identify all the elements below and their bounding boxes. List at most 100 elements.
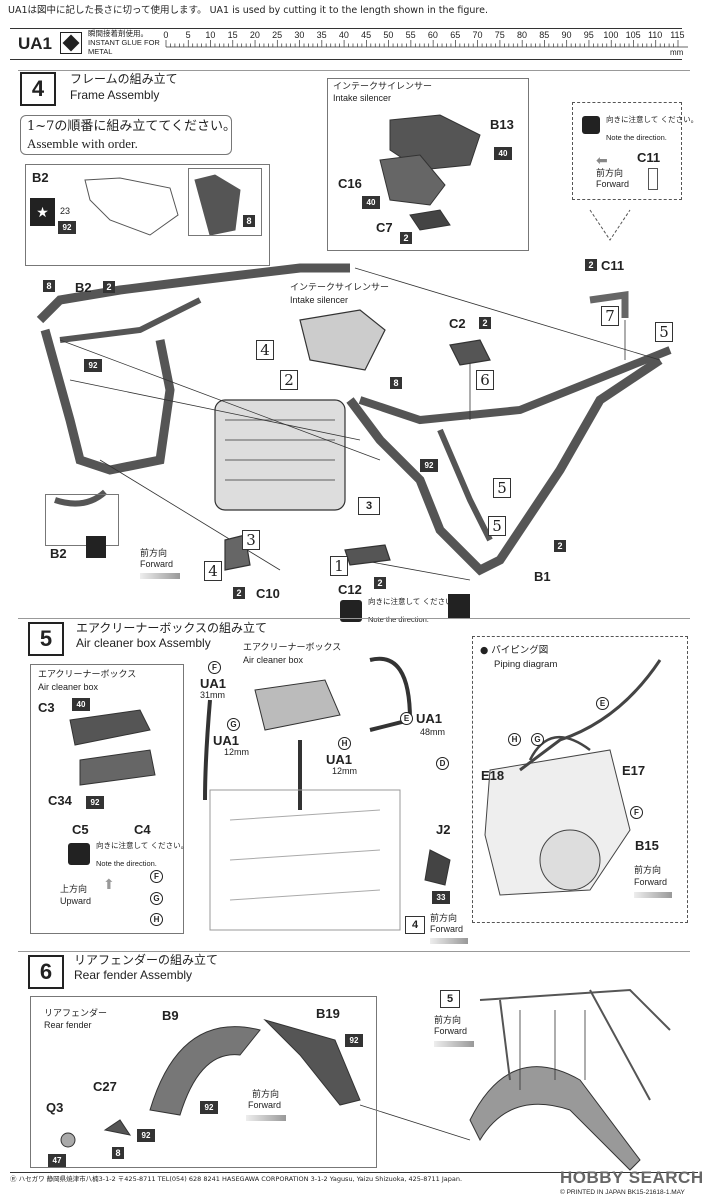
up-jp: 上方向 (60, 885, 88, 895)
arrow-left-icon: ⬅ (596, 152, 608, 168)
piping-h: H (508, 733, 521, 746)
step4-number: 4 (20, 72, 56, 106)
piping-en: Piping diagram (494, 659, 558, 670)
ruler-tick-label: 55 (405, 30, 416, 40)
frame-drawing (36, 263, 672, 581)
piping-forward-jp: 前方向 (634, 866, 662, 876)
hobby-search-watermark: HOBBY SEARCH (560, 1168, 704, 1187)
center-33: 33 (432, 891, 450, 904)
main-c12: C12 (338, 582, 362, 597)
rf-en: Rear fender (44, 1020, 92, 1030)
step6-number: 6 (28, 955, 64, 989)
main-intake-en: Intake silencer (290, 295, 349, 305)
main-c10: C10 (256, 586, 280, 601)
c11-box-part: C11 (637, 150, 661, 165)
glue-en-1: INSTANT GLUE FOR (88, 38, 160, 47)
c11-forward-jp: 前方向 (596, 169, 624, 179)
ac-f: F (150, 870, 163, 883)
order-1: 1 (330, 556, 348, 576)
main-intake-jp: インテークサイレンサー (290, 283, 390, 293)
right-forward-jp: 前方向 (434, 1016, 462, 1026)
step5-title-en: Air cleaner box Assembly (76, 636, 211, 650)
step5-header (18, 618, 690, 653)
right-5-box: 5 (440, 990, 460, 1008)
intake-2: 2 (400, 232, 412, 244)
b2-inset-23: 23 (60, 206, 71, 216)
main-2-c11: 2 (585, 259, 597, 271)
rear-fender-inset-box (30, 996, 377, 1168)
intake-box-en: Intake silencer (333, 93, 392, 103)
c11-part-icon (648, 168, 658, 190)
rf-jp: リアフェンダー (44, 1009, 108, 1019)
part-b15: B15 (635, 838, 659, 853)
ac-g: G (150, 892, 163, 905)
center-ac-jp: エアクリーナーボックス (243, 643, 342, 653)
ac-40: 40 (72, 698, 90, 711)
intake-40b: 40 (362, 196, 380, 209)
glue-en-2: METAL (88, 47, 113, 56)
center-f: F (208, 661, 221, 674)
main-2-c10: 2 (233, 587, 245, 599)
center-ua1d: UA1 (326, 752, 353, 767)
b2-lower-inset (45, 494, 119, 546)
b2-inset-drawing (84, 174, 241, 236)
order-5c: 5 (488, 516, 506, 536)
part-c3: C3 (38, 700, 55, 715)
ruler-tick-label: 20 (249, 30, 260, 40)
part-c7: C7 (376, 220, 393, 235)
glue-icon-b2 (86, 536, 106, 558)
ruler-tick-label: 100 (603, 30, 619, 40)
part-c27: C27 (93, 1079, 117, 1094)
rf-92c: 92 (137, 1129, 155, 1142)
direction-note-icon-c12 (340, 600, 362, 622)
step6-title-en: Rear fender Assembly (74, 968, 193, 982)
ruler-tick-label: 110 (647, 30, 663, 40)
ruler (165, 40, 688, 48)
center-4-box: 4 (405, 916, 425, 934)
piping-forward-en: Forward (634, 877, 668, 887)
part-q3: Q3 (46, 1100, 64, 1115)
c12-note-jp: 向きに注意して ください。 (368, 597, 461, 606)
c11-forward-en: Forward (596, 179, 630, 189)
air-cleaner-drawing (69, 656, 451, 931)
forward-arrow-icon-6 (246, 1115, 286, 1121)
center-d: D (436, 757, 449, 770)
main-b1: B1 (534, 569, 551, 584)
piping-diagram-box (472, 636, 688, 923)
order-3: 3 (242, 530, 260, 550)
main-8: 8 (43, 280, 55, 292)
arrow-up-icon: ⬆ (103, 876, 115, 892)
step4-title-en: Frame Assembly (70, 88, 160, 102)
step6-title-jp: リアフェンダーの組み立て (74, 953, 219, 967)
part-e18: E18 (481, 768, 505, 783)
piping-f: F (630, 806, 643, 819)
main-2a: 2 (103, 281, 115, 293)
footer-printed: © PRINTED IN JAPAN BK15-21618-1.MAY (560, 1189, 685, 1196)
ac-92: 92 (86, 796, 104, 809)
part-b9: B9 (162, 1008, 179, 1023)
main-3-box: 3 (358, 497, 380, 515)
step4-title-jp: フレームの組み立て (70, 72, 178, 86)
order-2: 2 (280, 370, 298, 390)
order-7: 7 (601, 306, 619, 326)
ruler-tick-label: 5 (185, 30, 191, 40)
intake-silencer-box (327, 78, 529, 251)
ac-h: H (150, 913, 163, 926)
b2-inset-box (25, 164, 270, 266)
ruler-tick-label: 40 (338, 30, 349, 40)
part-c34: C34 (48, 793, 72, 808)
footer-text: Ⓡ ハセガワ 静岡県焼津市八楠3-1-2 〒425-8711 TEL(054) … (10, 1175, 463, 1183)
direction-note-icon (582, 116, 600, 134)
right-forward-en: Forward (434, 1026, 468, 1036)
glue-icon-b1 (448, 594, 470, 618)
b2-inset-8: 8 (243, 215, 255, 227)
rf-forward-en: Forward (248, 1100, 282, 1110)
c11-note-en: Note the direction. (606, 133, 667, 142)
main-c2: C2 (449, 316, 466, 331)
c11-note-jp: 向きに注意して ください。 (606, 115, 699, 124)
forward-arrow-icon-6r (434, 1041, 474, 1047)
ruler-tick-label: 0 (163, 30, 169, 40)
main-2-c2: 2 (479, 317, 491, 329)
ruler-tick-label: 10 (205, 30, 216, 40)
